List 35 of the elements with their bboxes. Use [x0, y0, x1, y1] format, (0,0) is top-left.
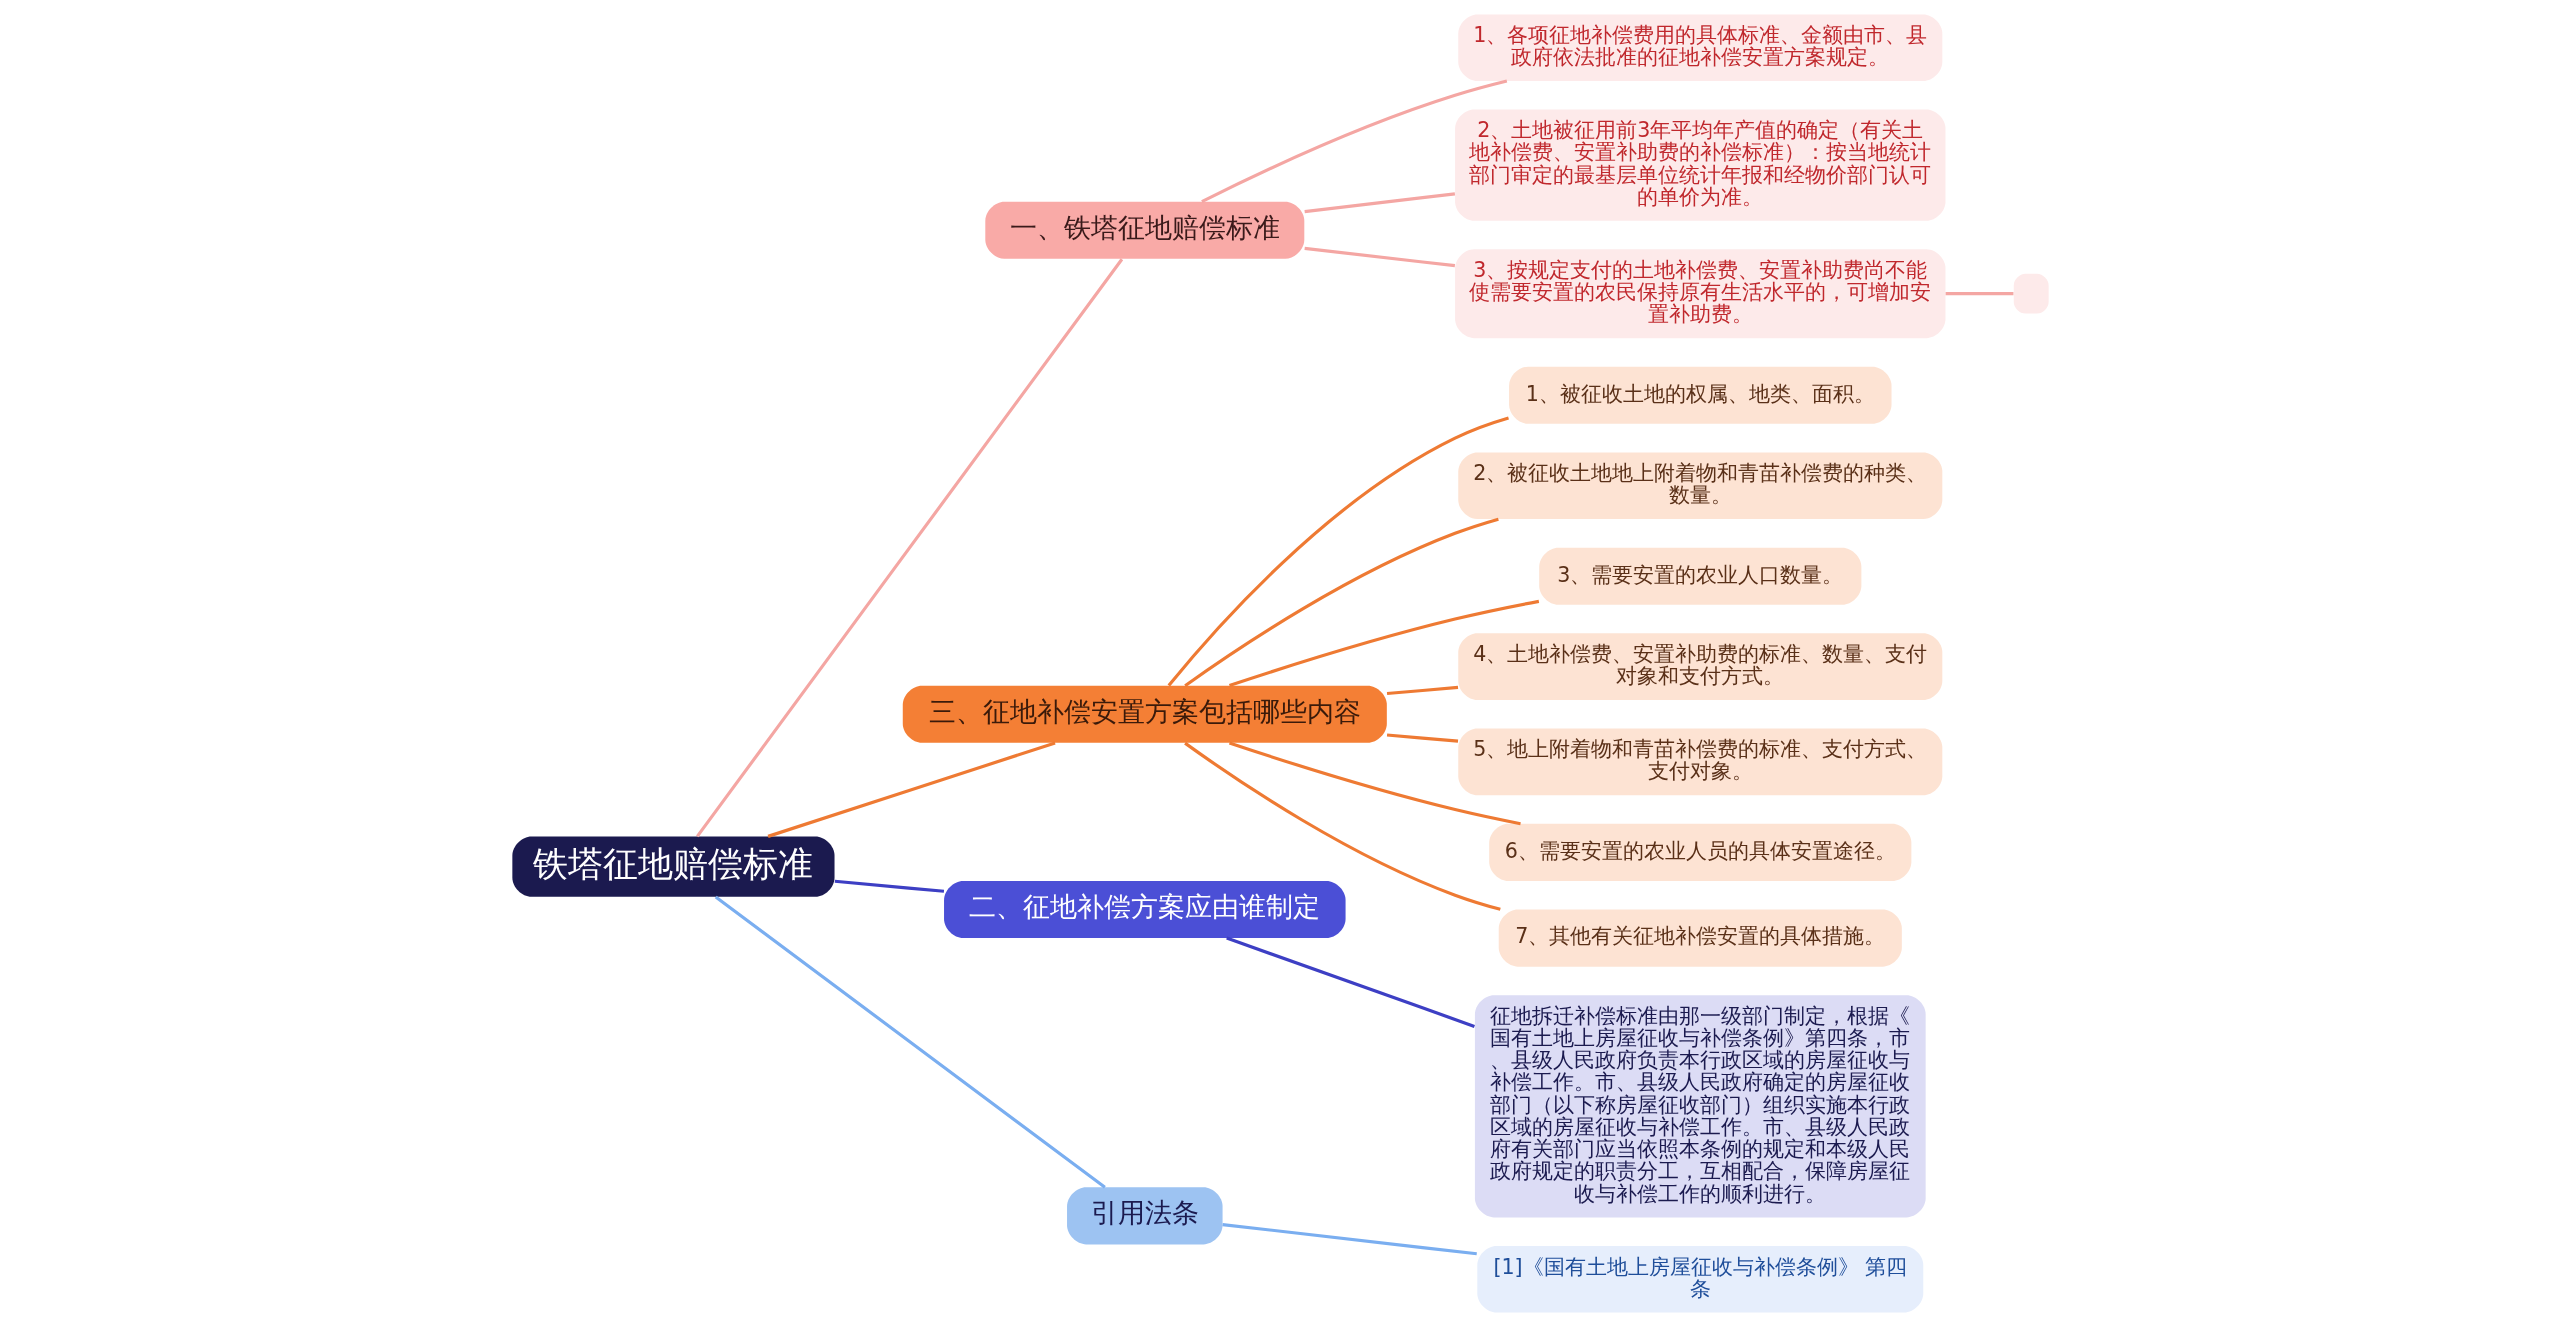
- node-box: 7、其他有关征地补偿安置的具体措施。: [1498, 909, 1902, 967]
- connector: [767, 741, 1056, 838]
- connector: [1228, 599, 1539, 688]
- node-box: 铁塔征地赔偿标准: [511, 836, 835, 897]
- connector: [1386, 733, 1458, 743]
- connector: [1183, 517, 1499, 687]
- connector: [1200, 79, 1507, 203]
- connector: [834, 879, 944, 893]
- connector: [1221, 1223, 1477, 1256]
- connector: [1386, 685, 1458, 696]
- node-box: 1、被征收土地的权属、地类、面积。: [1508, 366, 1892, 424]
- node-box: [1]《国有土地上房屋征收与补偿条例》 第四条: [1476, 1245, 1923, 1313]
- connector: [1167, 416, 1509, 687]
- node-box: 2、土地被征用前3年平均年产值的确定（有关土地补偿费、安置补助费的补偿标准）：按当地统计部门审定的最基层单位统计年报和经物价部门认可的单价为准。: [1454, 109, 1945, 221]
- node-box: 3、需要安置的农业人口数量。: [1538, 547, 1861, 605]
- connector: [1228, 741, 1521, 826]
- node-box: 引用法条: [1066, 1187, 1223, 1245]
- connector: [1183, 741, 1501, 911]
- node-box: 5、地上附着物和青苗补偿费的标准、支付方式、支付对象。: [1457, 728, 1942, 796]
- connector: [1303, 246, 1455, 268]
- node-box: 二、征地补偿方案应由谁制定: [943, 880, 1346, 939]
- node-box: 一、铁塔征地赔偿标准: [984, 201, 1304, 259]
- connector: [1225, 936, 1475, 1028]
- node-box: [2013, 273, 2049, 314]
- node-box: 1、各项征地补偿费用的具体标准、金额由市、县政府依法批准的征地补偿安置方案规定。: [1457, 14, 1942, 82]
- node-box: 2、被征收土地地上附着物和青苗补偿费的种类、数量。: [1457, 452, 1942, 520]
- connector: [695, 258, 1123, 838]
- node-box: 6、需要安置的农业人员的具体安置途径。: [1488, 823, 1911, 881]
- node-box: 征地拆迁补偿标准由那一级部门制定，根据《国有土地上房屋征收与补偿条例》第四条，市、县级人民政府负责本行政区域的房屋征收与补偿工作。市、县级人民政府确定的房屋征收部门（以下称房屋征收部门）组织实施本行政区域的房屋征收与补偿工作。市、县级人民政府有关部门应当依照本条例的规定和本级人民政府规定的职责分工，互相配合，保障房屋征收与补偿工作的顺利进行。: [1474, 995, 1926, 1218]
- connector: [1303, 192, 1455, 214]
- node-box: 三、征地补偿安置方案包括哪些内容: [902, 685, 1387, 743]
- connector: [1945, 292, 2013, 296]
- connector: [714, 895, 1106, 1189]
- node-box: 3、按规定支付的土地补偿费、安置补助费尚不能使需要安置的农民保持原有生活水平的，可增加安置补助费。: [1454, 249, 1945, 339]
- node-box: 4、土地补偿费、安置补助费的标准、数量、支付对象和支付方式。: [1457, 633, 1942, 700]
